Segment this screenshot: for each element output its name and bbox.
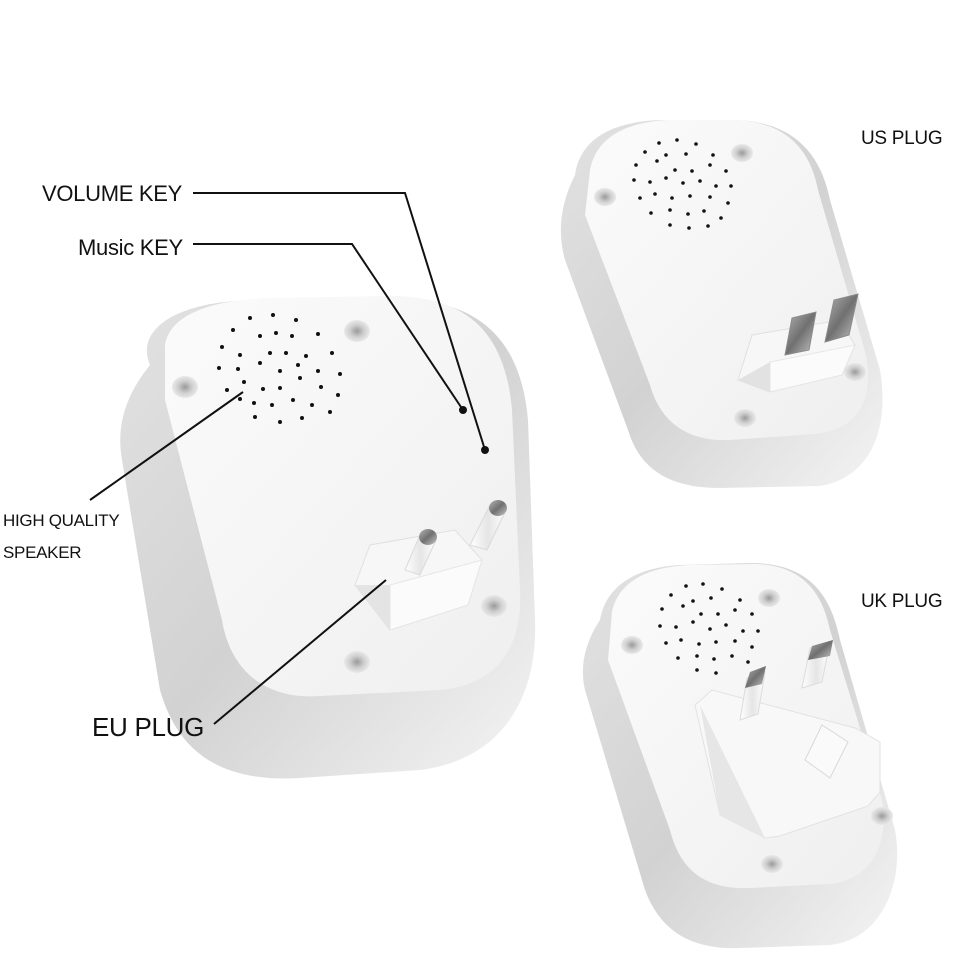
uk-plug-icon <box>694 640 881 839</box>
volume-key-leader <box>193 192 486 451</box>
speaker-grille-icon <box>632 138 733 230</box>
eu-plug-label: EU PLUG <box>92 712 205 742</box>
us-plug-device <box>560 120 883 488</box>
speaker-label: HIGH QUALITY SPEAKER <box>3 505 120 569</box>
speaker-label-line1: HIGH QUALITY <box>3 511 120 530</box>
eu-plug-icon <box>354 500 507 631</box>
screw-icon <box>172 320 507 673</box>
music-key-label: Music KEY <box>78 235 183 260</box>
uk-plug-device <box>582 563 898 949</box>
speaker-leader <box>89 391 244 501</box>
eu-plug-device <box>120 296 536 779</box>
us-plug-label: US PLUG <box>861 128 943 149</box>
speaker-grille-icon <box>658 582 760 675</box>
uk-plug-label: UK PLUG <box>861 591 943 612</box>
screw-icon <box>594 144 866 427</box>
speaker-grille-icon <box>217 313 342 424</box>
volume-key-marker <box>481 446 489 454</box>
screw-icon <box>621 589 893 873</box>
speaker-label-line2: SPEAKER <box>3 543 82 562</box>
eu-plug-leader <box>213 579 387 725</box>
us-plug-icon <box>737 293 859 393</box>
music-key-marker <box>459 406 467 414</box>
callout-lines <box>89 192 486 725</box>
volume-key-label: VOLUME KEY <box>42 181 183 206</box>
music-key-leader <box>193 243 464 411</box>
